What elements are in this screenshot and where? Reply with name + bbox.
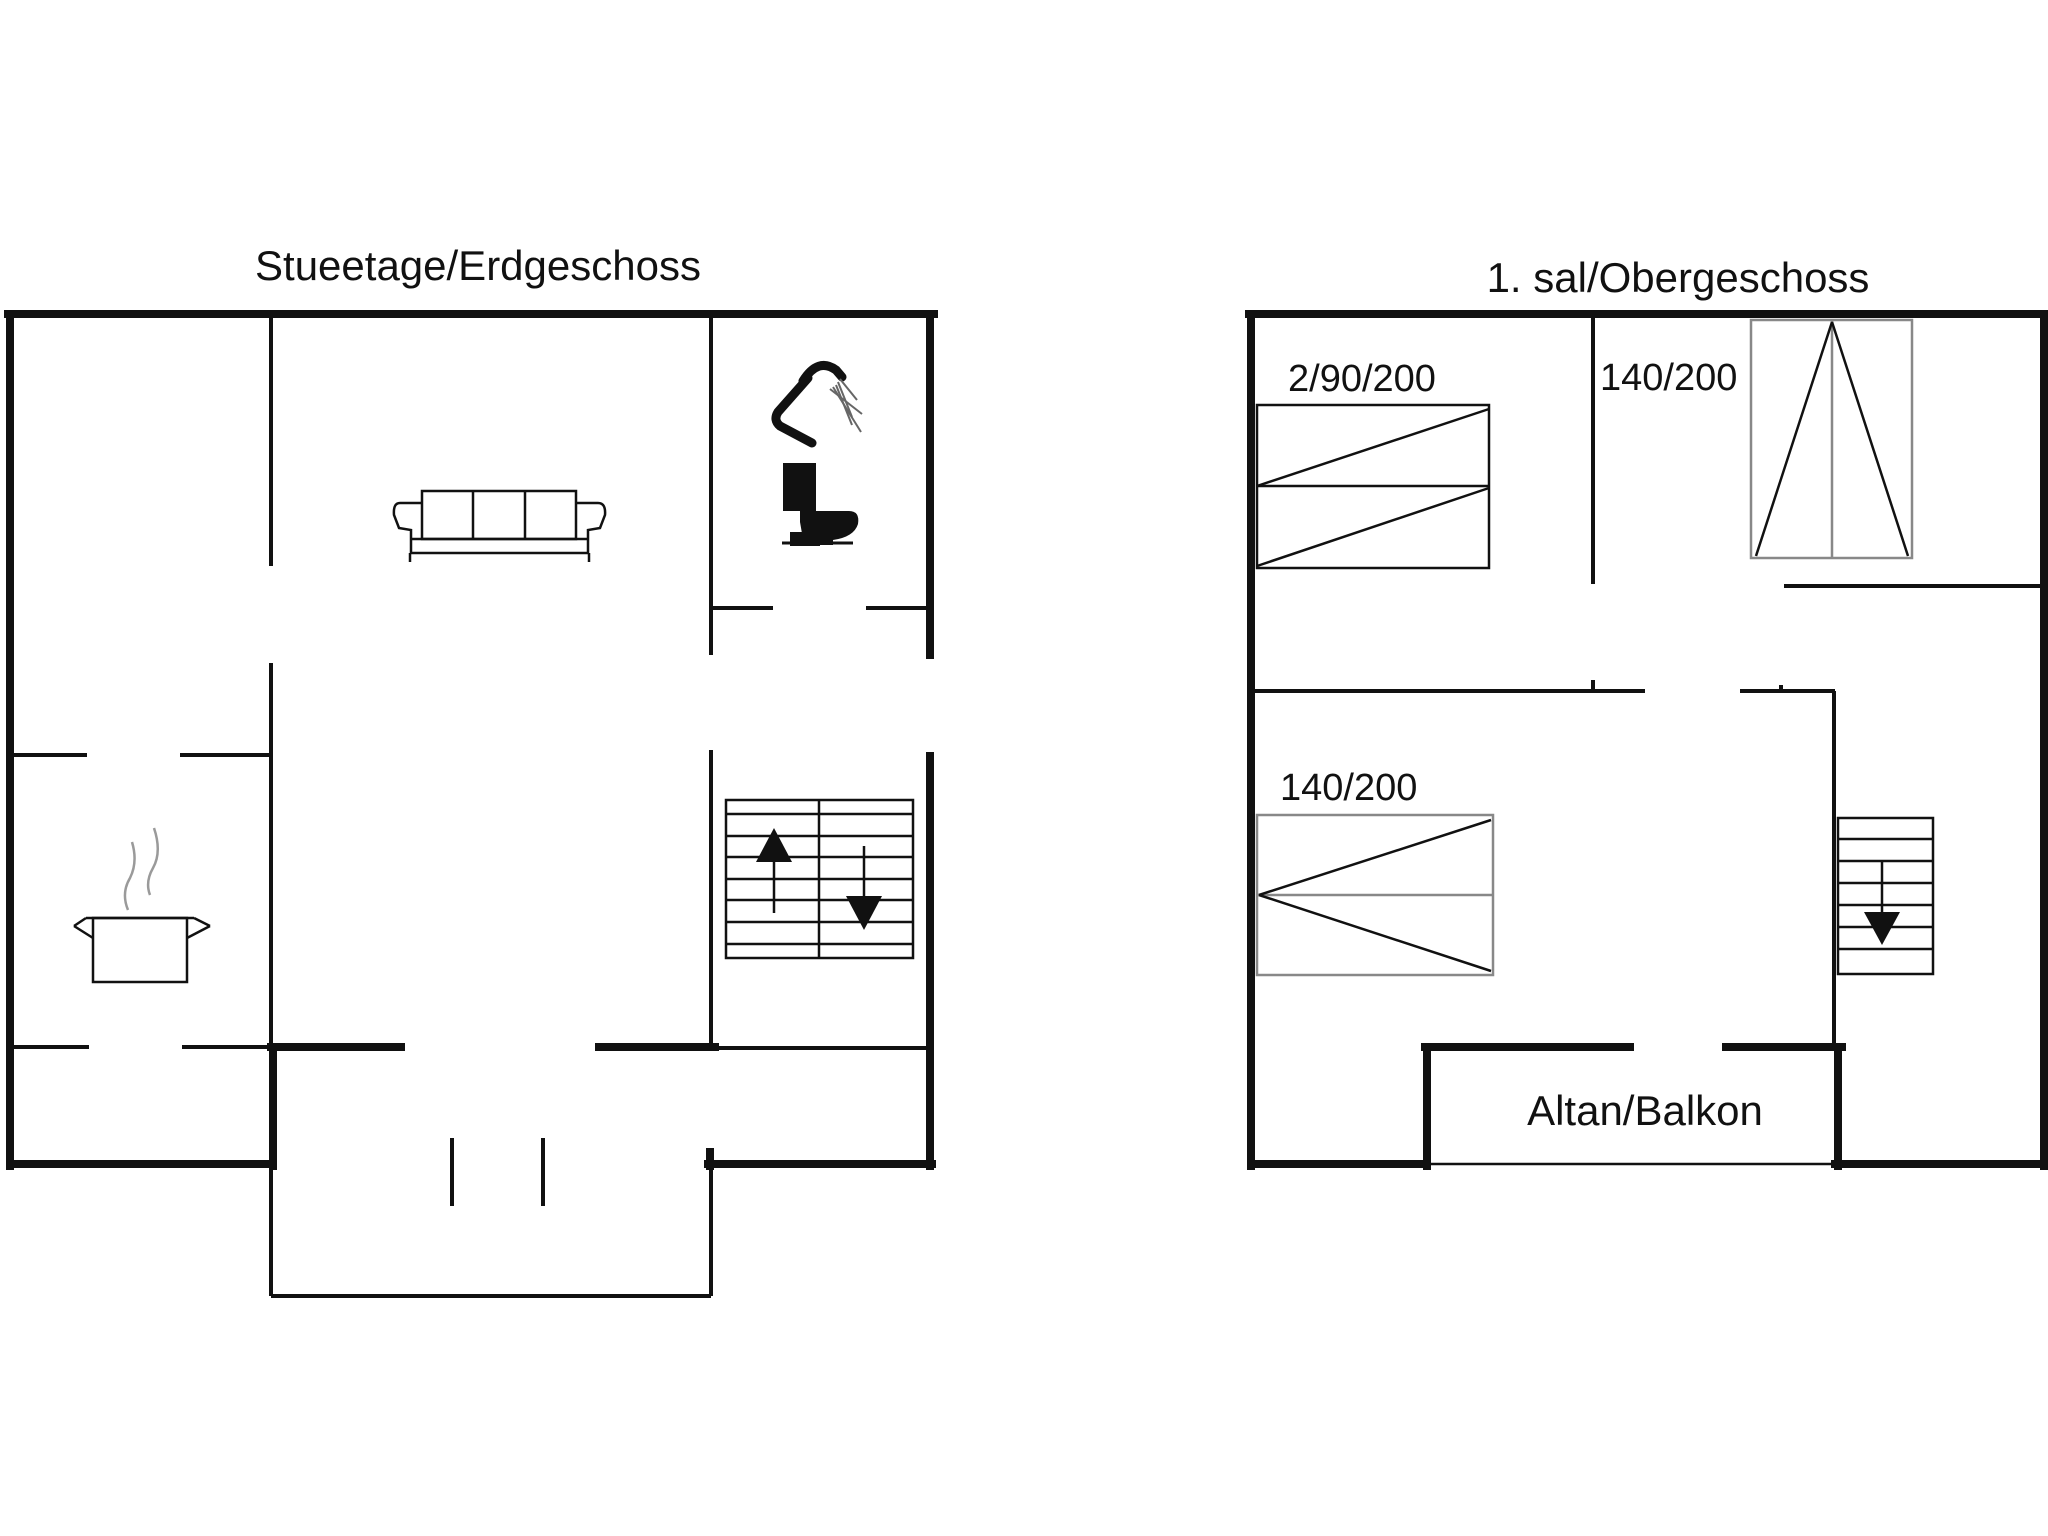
cooking-pot-icon (73, 827, 211, 984)
bed-label-double-bed-bottom: 140/200 (1280, 767, 1417, 809)
balcony-label: Altan/Balkon (1527, 1087, 1763, 1134)
bed-label-double-bed-top: 140/200 (1600, 357, 1737, 399)
ground-floor-plan: Stueetage/Erdgeschoss (4, 242, 938, 1298)
stairs-icon (724, 798, 915, 960)
bed-label-single-beds: 2/90/200 (1288, 358, 1436, 400)
ground-floor-title: Stueetage/Erdgeschoss (255, 242, 701, 289)
ground-floor-outer-walls (4, 310, 938, 1170)
toilet-icon (782, 463, 859, 546)
entrance-terrace (269, 1138, 713, 1298)
upper-floor-outer-walls (1245, 310, 2048, 1170)
double-bed-icon (1749, 318, 1914, 560)
shower-icon (771, 360, 863, 448)
sofa-icon (392, 489, 607, 562)
upper-floor-title: 1. sal/Obergeschoss (1487, 254, 1870, 301)
double-bed-icon (1255, 813, 1495, 977)
stairs-icon (1836, 816, 1935, 976)
upper-floor-plan: 1. sal/Obergeschoss 2/90/200 140/20 (1245, 254, 2048, 1170)
single-beds-icon (1255, 403, 1491, 570)
ground-floor-interior-walls (12, 318, 930, 1170)
upper-floor-interior-walls (1251, 318, 2044, 1170)
